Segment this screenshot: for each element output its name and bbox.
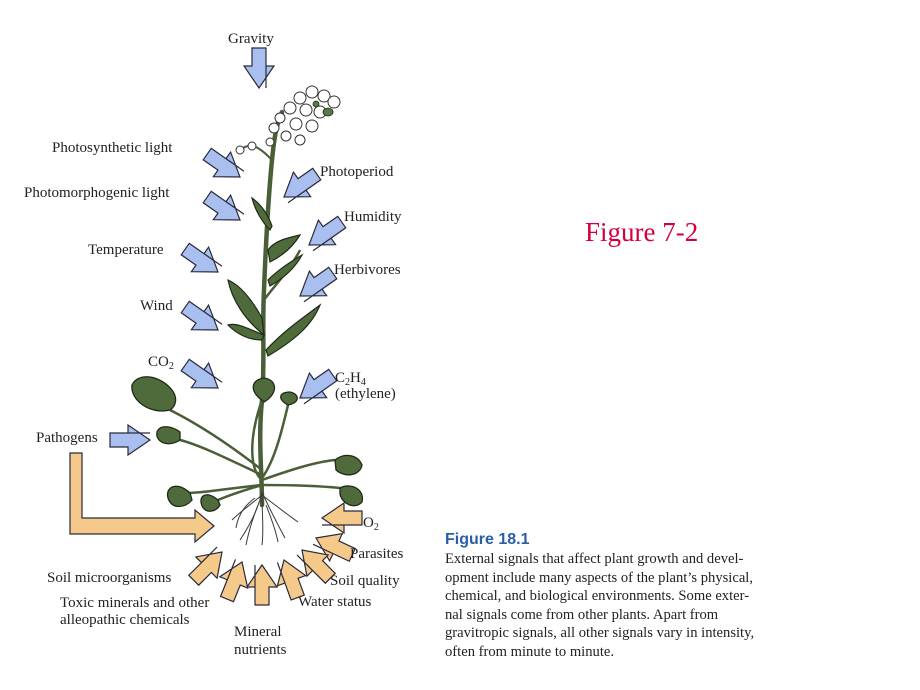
mineral-nutrients-arrow xyxy=(246,564,278,606)
flower-cluster xyxy=(235,85,341,155)
label-toxic-minerals-line2: alleopathic chemicals xyxy=(60,612,190,628)
label-co2: CO2 xyxy=(148,354,174,372)
label-soil-quality: Soil quality xyxy=(330,573,400,589)
o2-arrow xyxy=(321,502,363,534)
label-o2: O2 xyxy=(363,515,379,533)
co2-arrow xyxy=(176,352,228,401)
label-temperature: Temperature xyxy=(88,242,164,258)
pathogens-arrow xyxy=(109,424,151,456)
rosette-leaves xyxy=(131,376,364,512)
label-toxic-minerals-line1: Toxic minerals and other xyxy=(60,595,210,611)
stem-leaves xyxy=(226,196,322,357)
humidity-arrow xyxy=(299,209,351,258)
label-mineral-nutrients-line1: Mineral xyxy=(234,624,282,640)
label-photomorphogenic-light: Photomorphogenic light xyxy=(24,185,170,201)
photomorphogenic-light-arrow xyxy=(198,184,250,233)
label-parasites: Parasites xyxy=(350,546,404,562)
label-wind: Wind xyxy=(140,298,173,314)
label-mineral-nutrients-line2: nutrients xyxy=(234,642,287,658)
caption-line: nal signals come from other plants. Apar… xyxy=(445,606,719,623)
main-stem xyxy=(257,109,285,508)
label-water-status: Water status xyxy=(298,594,372,610)
caption-line: opment include many aspects of the plant… xyxy=(445,569,754,586)
figure-label: Figure 7-2 xyxy=(585,217,699,247)
caption-body: External signals that affect plant growt… xyxy=(445,550,845,661)
label-herbivores: Herbivores xyxy=(334,262,401,278)
temperature-arrow xyxy=(176,236,228,285)
label-ethylene-formula: C2H4 xyxy=(335,370,366,388)
label-ethylene-name: (ethylene) xyxy=(335,386,396,402)
caption-line: External signals that affect plant growt… xyxy=(445,551,744,567)
label-soil-microorganisms: Soil microorganisms xyxy=(47,570,172,586)
wind-arrow xyxy=(176,294,228,343)
label-pathogens: Pathogens xyxy=(36,430,98,446)
root-signal-arrows xyxy=(69,452,363,606)
label-photosynthetic-light: Photosynthetic light xyxy=(52,140,173,156)
label-photoperiod: Photoperiod xyxy=(320,164,394,180)
gravity-arrow xyxy=(243,47,275,89)
photoperiod-arrow xyxy=(274,161,326,210)
ethylene-arrow xyxy=(290,362,342,411)
caption-heading: Figure 18.1 xyxy=(445,531,530,548)
label-gravity: Gravity xyxy=(228,31,274,47)
caption-line: chemical, and biological environments. S… xyxy=(445,588,750,604)
roots xyxy=(231,491,299,546)
flower-buds xyxy=(312,100,334,117)
caption-line: often from minute to minute. xyxy=(445,643,615,660)
caption-line: gravitropic signals, all other signals v… xyxy=(445,625,755,641)
label-humidity: Humidity xyxy=(344,209,402,225)
pathogens-root-elbow-arrow xyxy=(69,452,215,544)
